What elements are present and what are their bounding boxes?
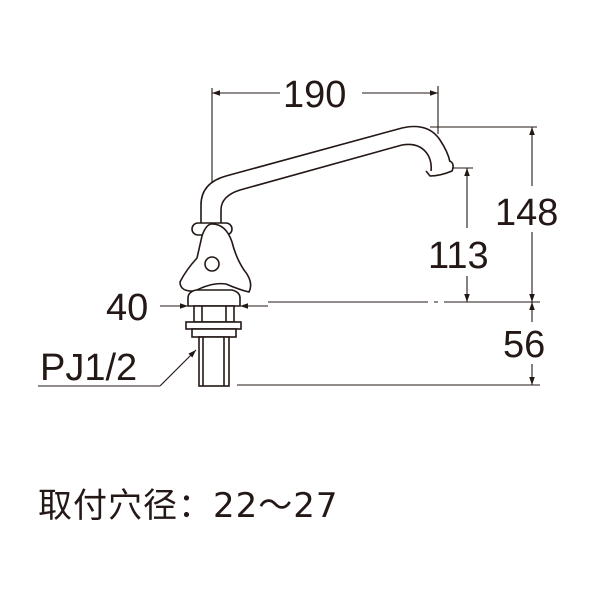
dim-label-148: 148 [495, 192, 558, 234]
spout-outer [200, 125, 451, 226]
dim-label-190: 190 [283, 74, 346, 116]
spout-inner [220, 143, 432, 226]
handle-cap [204, 256, 220, 272]
lock-nut [185, 321, 242, 330]
shank-upper [193, 305, 235, 323]
thread-size-label: PJ1/2 [40, 347, 137, 389]
spout-tip [425, 160, 454, 177]
mounting-hole-note: 取付穴径：22～27 [38, 478, 339, 527]
dim-label-113: 113 [428, 235, 489, 277]
note-separator: ： [178, 486, 213, 526]
dim-label-40: 40 [106, 287, 148, 329]
note-value: 22～27 [213, 486, 339, 526]
dim-label-56: 56 [503, 324, 545, 366]
note-label: 取付穴径 [38, 486, 178, 526]
body-base [187, 289, 241, 307]
washer [191, 328, 237, 338]
